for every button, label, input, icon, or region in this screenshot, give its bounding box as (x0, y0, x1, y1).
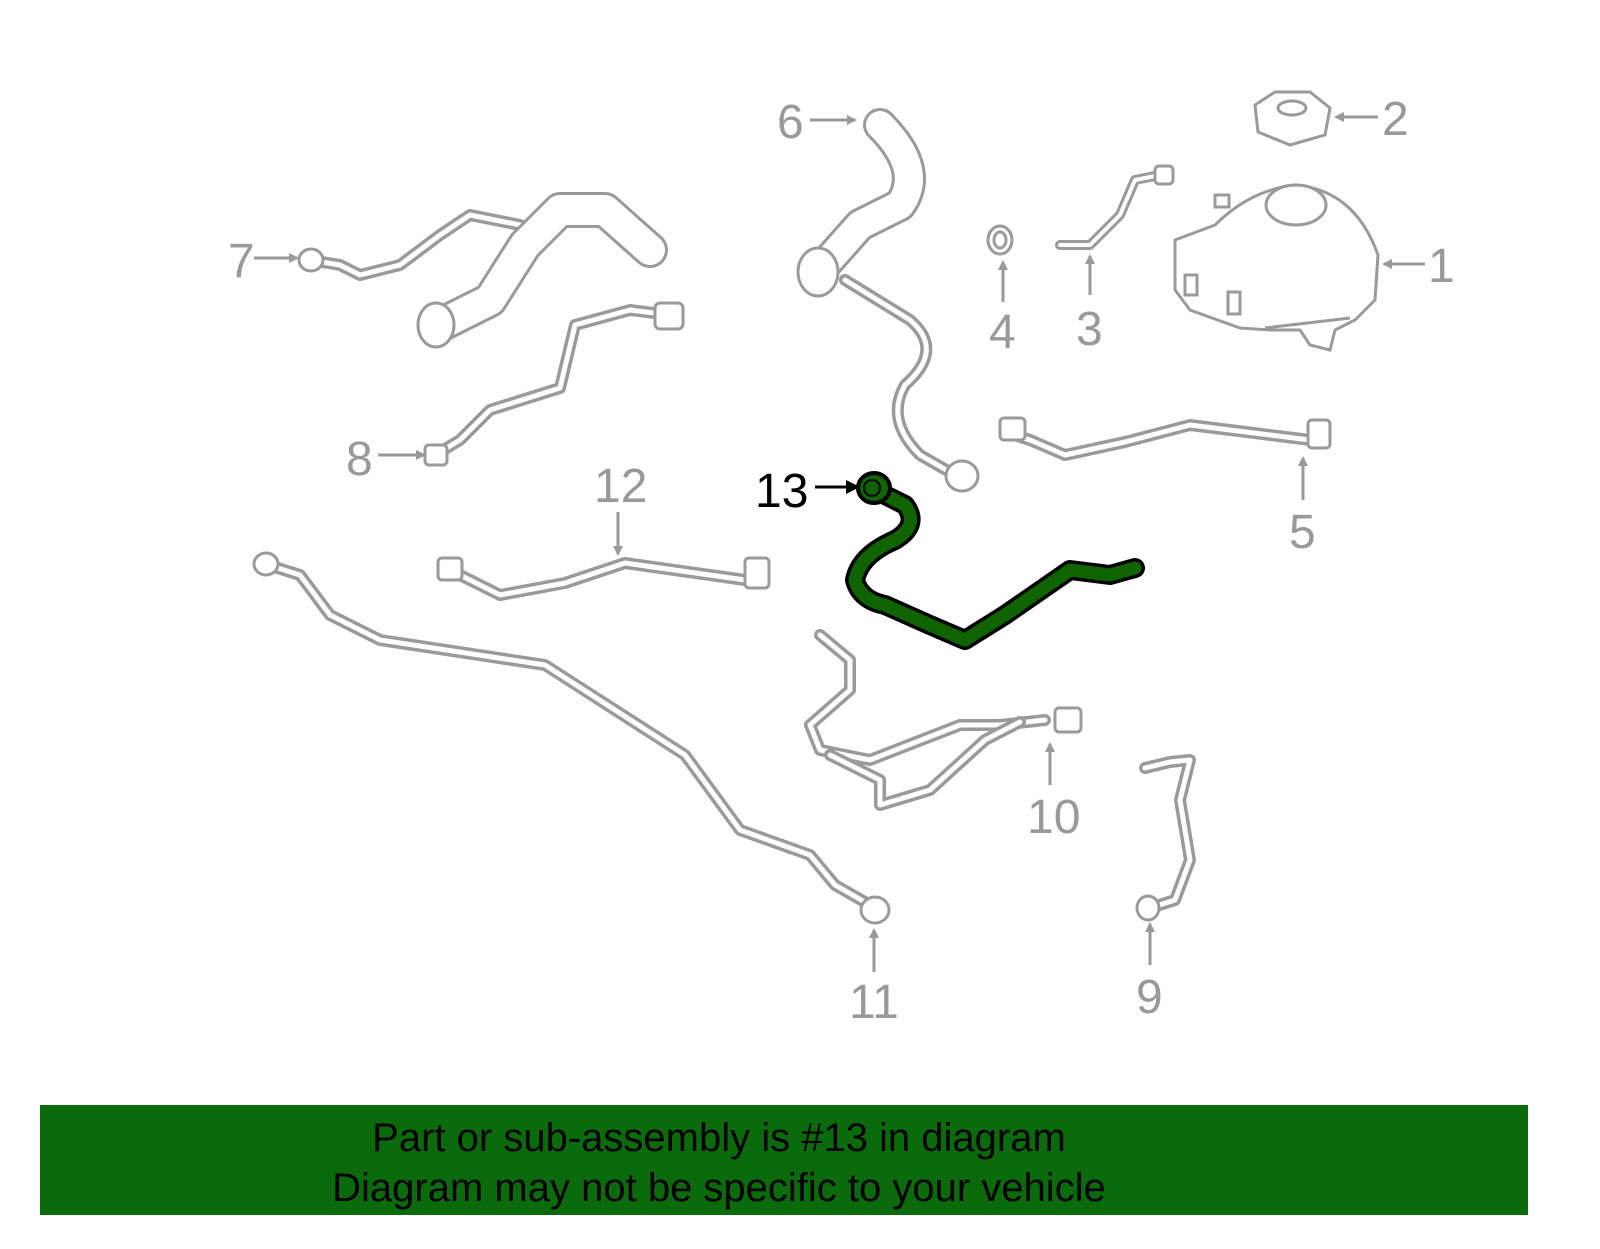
callout-6: 6 (777, 96, 857, 149)
callout-7: 7 (228, 235, 299, 288)
svg-text:1: 1 (1428, 240, 1455, 293)
svg-text:13: 13 (755, 465, 808, 518)
banner-line-2: Diagram may not be specific to your vehi… (332, 1166, 1106, 1210)
svg-text:9: 9 (1136, 971, 1163, 1024)
svg-text:12: 12 (594, 460, 647, 513)
callout-11: 11 (849, 928, 899, 1029)
callout-3: 3 (1076, 254, 1103, 356)
part-7-hose[interactable] (297, 192, 668, 349)
svg-text:11: 11 (849, 976, 899, 1029)
info-banner: Part or sub-assembly is #13 in diagram D… (40, 1105, 1528, 1215)
callout-4: 4 (989, 260, 1016, 359)
svg-text:4: 4 (989, 306, 1016, 359)
svg-text:3: 3 (1076, 303, 1103, 356)
part-2-cap[interactable] (1253, 90, 1332, 147)
part-4-clamp[interactable] (986, 224, 1014, 256)
callout-1: 1 (1382, 240, 1455, 293)
part-5-pipe[interactable] (998, 416, 1332, 461)
callout-9: 9 (1136, 922, 1163, 1024)
part-13-hose-highlighted[interactable] (845, 471, 1145, 650)
part-12-pipe[interactable] (436, 556, 771, 601)
svg-text:10: 10 (1027, 791, 1080, 844)
part-11-pipe[interactable] (252, 551, 891, 925)
callout-8: 8 (346, 433, 426, 486)
callout-2: 2 (1334, 93, 1409, 146)
part-1-expansion-tank[interactable] (1173, 183, 1380, 352)
callout-13: 13 (755, 465, 860, 518)
svg-text:7: 7 (228, 235, 255, 288)
svg-text:8: 8 (346, 433, 373, 486)
part-8-pipe[interactable] (423, 301, 685, 467)
part-10-hose-assembly[interactable] (804, 629, 1083, 811)
callout-12: 12 (594, 460, 647, 556)
part-3-hose[interactable] (1055, 164, 1175, 250)
banner-line-1: Part or sub-assembly is #13 in diagram (372, 1116, 1066, 1160)
svg-text:6: 6 (777, 96, 804, 149)
part-6-hose[interactable] (796, 108, 980, 493)
callout-10: 10 (1027, 742, 1080, 844)
callout-5: 5 (1289, 456, 1316, 559)
part-9-hose[interactable] (1135, 754, 1196, 922)
svg-text:5: 5 (1289, 506, 1316, 559)
svg-text:2: 2 (1382, 93, 1409, 146)
